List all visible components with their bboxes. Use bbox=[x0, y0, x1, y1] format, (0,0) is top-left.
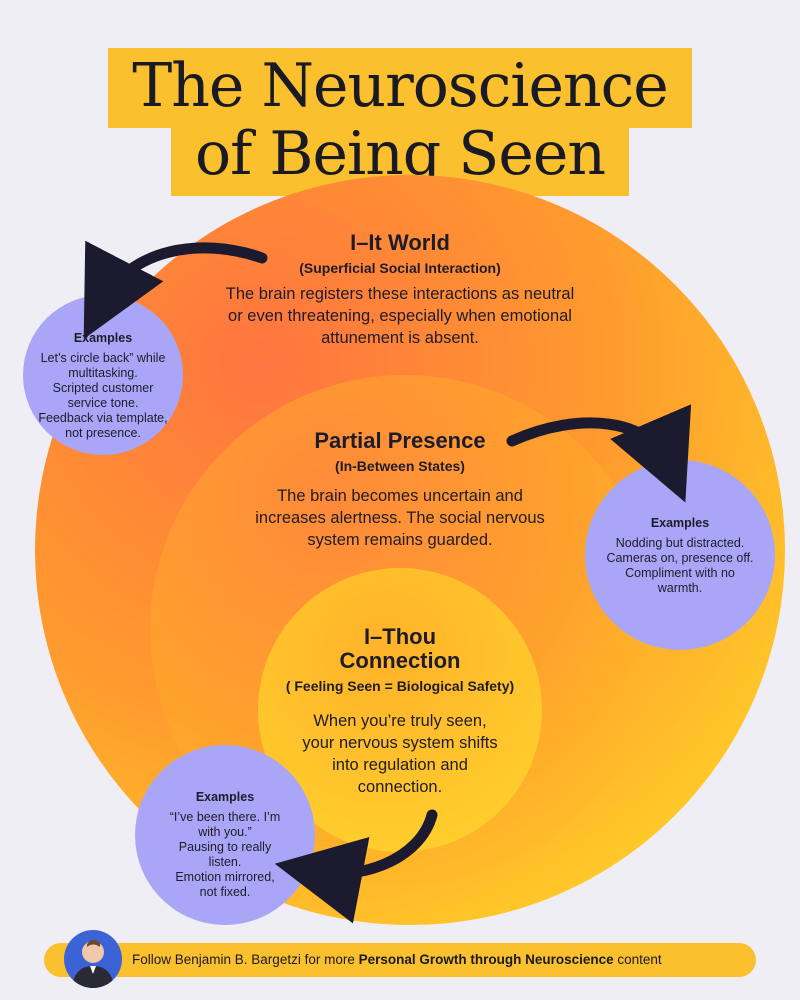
title-line-1: The Neuroscience bbox=[0, 48, 800, 128]
inner-subheading: ( Feeling Seen = Biological Safety) bbox=[285, 678, 515, 694]
inner-circle-i-thou bbox=[258, 568, 542, 852]
examples-outer-text: Examples Let’s circle back” while multit… bbox=[38, 331, 168, 440]
outer-heading: I–It World bbox=[350, 230, 450, 255]
examples-bubble-inner bbox=[135, 745, 315, 925]
arrow-outer-to-examples bbox=[83, 240, 268, 340]
examples-middle-text: Examples Nodding but distracted. Cameras… bbox=[606, 516, 754, 595]
examples-bubble-middle bbox=[585, 460, 775, 650]
inner-heading: I–Thou Connection bbox=[339, 624, 461, 673]
middle-heading: Partial Presence bbox=[314, 428, 486, 453]
footer-text[interactable]: Follow Benjamin B. Bargetzi for more Per… bbox=[132, 952, 662, 967]
arrow-middle-to-examples bbox=[506, 404, 692, 503]
examples-inner-text: Examples “I’ve been there. I’m with you.… bbox=[169, 790, 281, 899]
middle-body: The brain becomes uncertain and increase… bbox=[255, 487, 545, 549]
person-portrait-icon bbox=[64, 930, 122, 988]
arrow-inner-to-examples bbox=[274, 809, 438, 924]
inner-body: When you’re truly seen, your nervous sys… bbox=[302, 712, 498, 796]
footer-banner bbox=[44, 943, 756, 977]
outer-subheading: (Superficial Social Interaction) bbox=[299, 260, 501, 276]
middle-subheading: (In-Between States) bbox=[335, 458, 465, 474]
outer-body: The brain registers these interactions a… bbox=[225, 285, 575, 347]
